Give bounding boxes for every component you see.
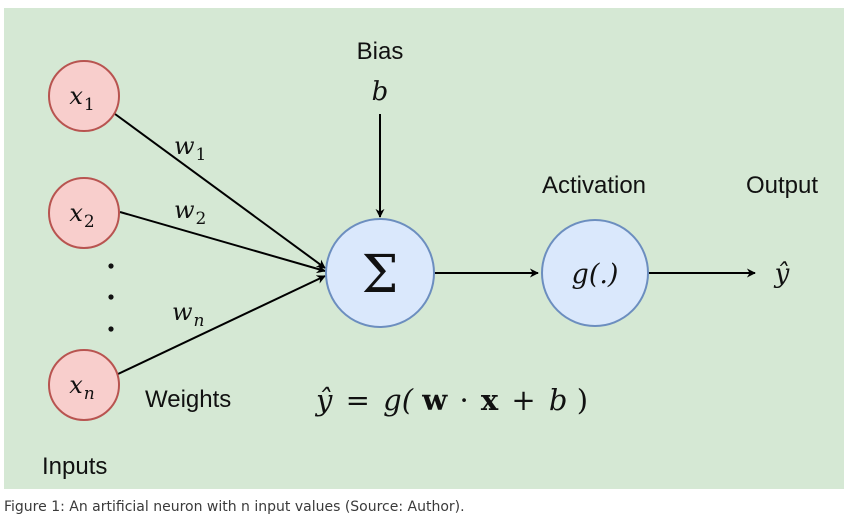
output-symbol: ŷ xyxy=(774,259,790,289)
bias-symbol: b xyxy=(372,77,389,107)
ellipsis-dot xyxy=(108,263,114,269)
weight-label-1: w1 xyxy=(174,132,206,165)
figure-caption: Figure 1: An artificial neuron with n in… xyxy=(4,499,465,515)
input-node-n xyxy=(48,349,120,421)
weight-label-2: w2 xyxy=(174,196,206,229)
weight-label-n: wn xyxy=(172,298,205,331)
bias-label: Bias xyxy=(357,38,404,65)
neuron-diagram: x1 x2 xn w1 w2 wn Σ g(.) Bias b Activati… xyxy=(4,8,844,489)
input-label-1: x1 xyxy=(69,82,94,115)
summation-symbol: Σ xyxy=(362,245,399,305)
input-label-2: x2 xyxy=(69,199,94,232)
activation-label: Activation xyxy=(542,172,646,199)
input-node-1 xyxy=(48,60,120,132)
weight-edge-n xyxy=(117,275,326,375)
neuron-formula: ŷ = g( w · x + b ) xyxy=(314,383,588,417)
activation-node xyxy=(541,219,649,327)
summation-node xyxy=(325,218,435,328)
ellipsis-dot xyxy=(108,326,114,332)
output-label: Output xyxy=(746,172,818,199)
input-node-2 xyxy=(48,177,120,249)
input-label-n: xn xyxy=(69,371,95,404)
activation-function-label: g(.) xyxy=(572,259,619,290)
weights-label: Weights xyxy=(145,386,231,413)
weight-edge-1 xyxy=(114,113,326,269)
inputs-label: Inputs xyxy=(42,453,107,480)
ellipsis-dot xyxy=(108,294,114,300)
weight-edge-2 xyxy=(119,211,326,274)
